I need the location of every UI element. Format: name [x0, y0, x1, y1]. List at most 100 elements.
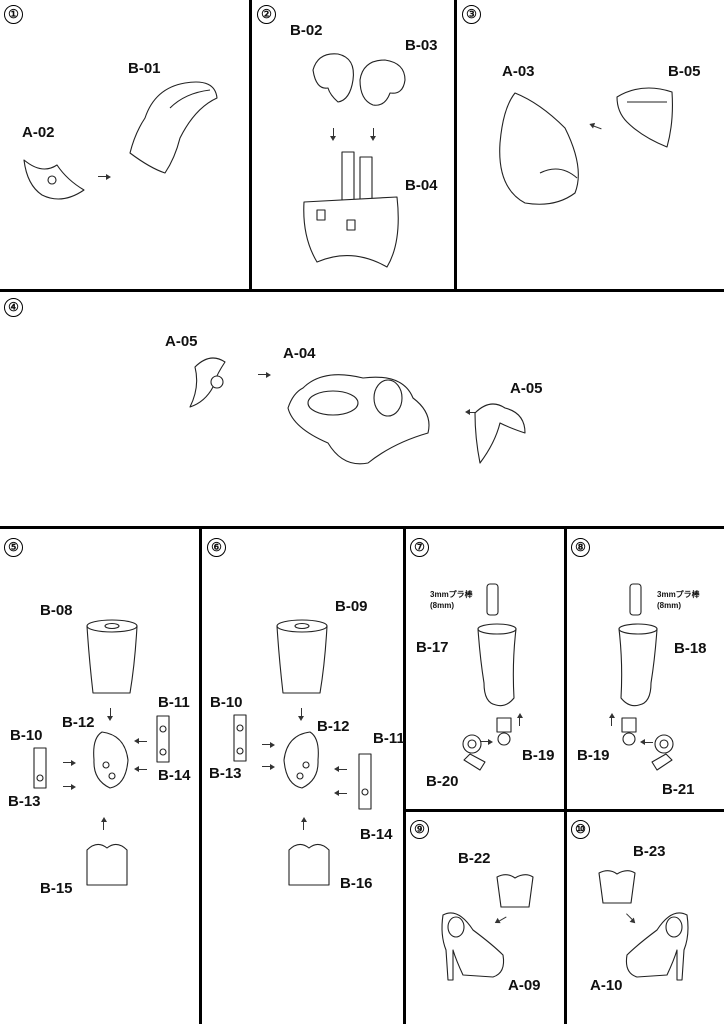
arrow-icon — [63, 780, 77, 794]
part-label: B-01 — [128, 60, 161, 77]
part-label: A-10 — [590, 977, 623, 994]
part-label: B-19 — [522, 747, 555, 764]
part-label: A-03 — [502, 63, 535, 80]
plastic-rod — [486, 583, 499, 616]
part-label: B-13 — [8, 793, 41, 810]
arrow-icon — [333, 762, 347, 776]
part-b-21 — [651, 734, 674, 771]
arrow-icon — [98, 170, 112, 184]
step-number: ⑨ — [410, 820, 429, 839]
arrow-icon — [480, 735, 494, 749]
part-b-23 — [598, 870, 636, 904]
part-b-11 — [358, 753, 372, 810]
part-label: B-23 — [633, 843, 666, 860]
divider — [403, 809, 724, 812]
part-label: B-14 — [158, 767, 191, 784]
part-label: B-15 — [40, 880, 73, 897]
divider — [564, 526, 567, 1024]
part-b-10 — [33, 747, 47, 789]
step-number: ④ — [4, 298, 23, 317]
part-label: B-11 — [373, 730, 405, 747]
part-b-16 — [288, 843, 330, 886]
arrow-icon — [262, 760, 276, 774]
part-b-03 — [359, 59, 406, 106]
part-label: B-12 — [62, 714, 95, 731]
part-b-02 — [312, 53, 354, 103]
arrow-icon — [605, 712, 619, 726]
arrow-icon — [297, 816, 311, 830]
step-number: ⑦ — [410, 538, 429, 557]
part-a-05-right — [474, 403, 526, 464]
part-label: B-12 — [317, 718, 350, 735]
step-number: ⑤ — [4, 538, 23, 557]
arrow-icon — [258, 368, 272, 382]
step-number: ⑩ — [571, 820, 590, 839]
rod-note-length: (8mm) — [430, 601, 455, 610]
part-label: B-21 — [662, 781, 695, 798]
part-label: B-03 — [405, 37, 438, 54]
part-label: B-16 — [340, 875, 373, 892]
divider — [199, 526, 202, 1024]
arrow-icon — [294, 708, 308, 722]
arrow-icon — [262, 738, 276, 752]
rod-note: 3mmプラ棒(8mm) — [657, 589, 700, 611]
plastic-rod — [629, 583, 642, 616]
step-number: ② — [257, 5, 276, 24]
part-b-20 — [462, 734, 486, 771]
part-label: B-08 — [40, 602, 73, 619]
arrow-icon — [366, 128, 380, 142]
part-b-04 — [303, 151, 399, 268]
arrow-icon — [103, 708, 117, 722]
part-label: B-17 — [416, 639, 449, 656]
part-b-17 — [477, 623, 517, 707]
divider — [403, 526, 406, 1024]
part-b-10 — [233, 714, 247, 762]
part-label: A-02 — [22, 124, 55, 141]
part-label: B-10 — [210, 694, 243, 711]
part-label: B-05 — [668, 63, 701, 80]
divider — [0, 526, 724, 529]
rod-note: 3mmプラ棒 (8mm) — [430, 589, 473, 611]
part-label: B-22 — [458, 850, 491, 867]
part-b-05 — [616, 87, 673, 148]
part-label: B-14 — [360, 826, 393, 843]
step-number: ⑧ — [571, 538, 590, 557]
arrow-icon — [326, 128, 340, 142]
part-b-15 — [86, 843, 128, 886]
part-b-12 — [283, 731, 319, 789]
step-number: ⑥ — [207, 538, 226, 557]
part-b-19 — [496, 717, 512, 746]
part-b-08 — [86, 619, 138, 694]
part-a-05-left — [189, 357, 226, 408]
part-label: A-05 — [510, 380, 543, 397]
part-b-18 — [618, 623, 658, 707]
part-b-12 — [93, 731, 129, 789]
part-label: B-13 — [209, 765, 242, 782]
arrow-icon — [133, 762, 147, 776]
part-a-04 — [287, 374, 430, 465]
part-a-10 — [625, 912, 689, 981]
part-label: B-02 — [290, 22, 323, 39]
part-b-09 — [276, 619, 328, 694]
arrow-icon — [333, 786, 347, 800]
part-label: B-19 — [577, 747, 610, 764]
part-label: B-04 — [405, 177, 438, 194]
divider — [454, 0, 457, 291]
rod-note-material: 3mmプラ棒 — [430, 590, 473, 599]
part-b-22 — [496, 874, 534, 908]
part-label: B-10 — [10, 727, 43, 744]
arrow-icon — [97, 816, 111, 830]
part-label: A-09 — [508, 977, 541, 994]
part-label: B-09 — [335, 598, 368, 615]
arrow-icon — [586, 117, 604, 135]
part-label: B-11 — [158, 694, 190, 711]
divider — [0, 289, 724, 292]
part-a-03 — [499, 92, 579, 205]
part-a-09 — [441, 912, 505, 981]
step-number: ① — [4, 5, 23, 24]
part-b-19 — [621, 717, 637, 746]
part-b-11 — [156, 715, 170, 763]
arrow-icon — [63, 756, 77, 770]
rod-note-length: (8mm) — [657, 601, 682, 610]
part-a-02 — [23, 159, 85, 200]
